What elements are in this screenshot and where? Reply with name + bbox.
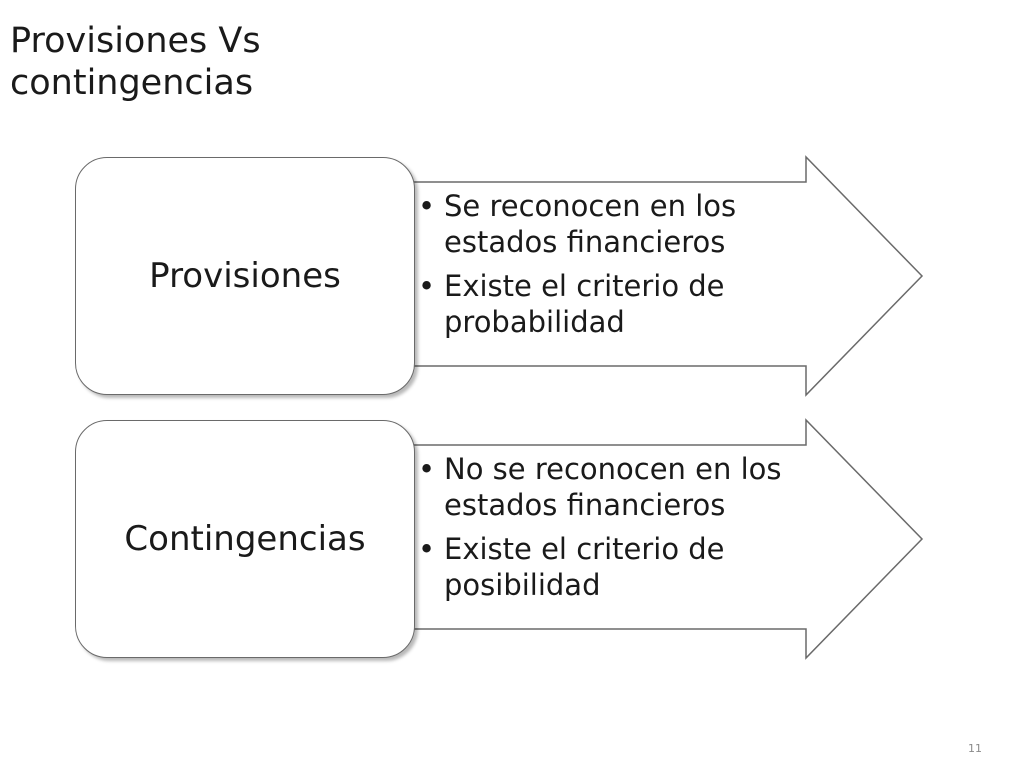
diagram-row-contingencias: Contingencias No se reconocen en los est… (0, 418, 1024, 668)
label-contingencias: Contingencias (124, 519, 366, 559)
bullet-list-provisiones: Se reconocen en los estados financieros … (418, 188, 798, 348)
bullet-item: Se reconocen en los estados financieros (418, 188, 798, 260)
label-provisiones: Provisiones (149, 256, 341, 296)
bullet-item: Existe el criterio de probabilidad (418, 268, 798, 340)
slide-title-line-2: contingencias (10, 63, 254, 103)
label-box-provisiones: Provisiones (75, 157, 415, 395)
slide-title: Provisiones Vs contingencias (10, 20, 510, 104)
label-box-contingencias: Contingencias (75, 420, 415, 658)
slide-title-line-1: Provisiones Vs (10, 21, 261, 61)
bullet-item: Existe el criterio de posibilidad (418, 531, 838, 603)
diagram-row-provisiones: Provisiones Se reconocen en los estados … (0, 155, 1024, 405)
bullet-list-contingencias: No se reconocen en los estados financier… (418, 451, 838, 611)
page-number: 11 (968, 742, 982, 755)
bullet-item: No se reconocen en los estados financier… (418, 451, 838, 523)
